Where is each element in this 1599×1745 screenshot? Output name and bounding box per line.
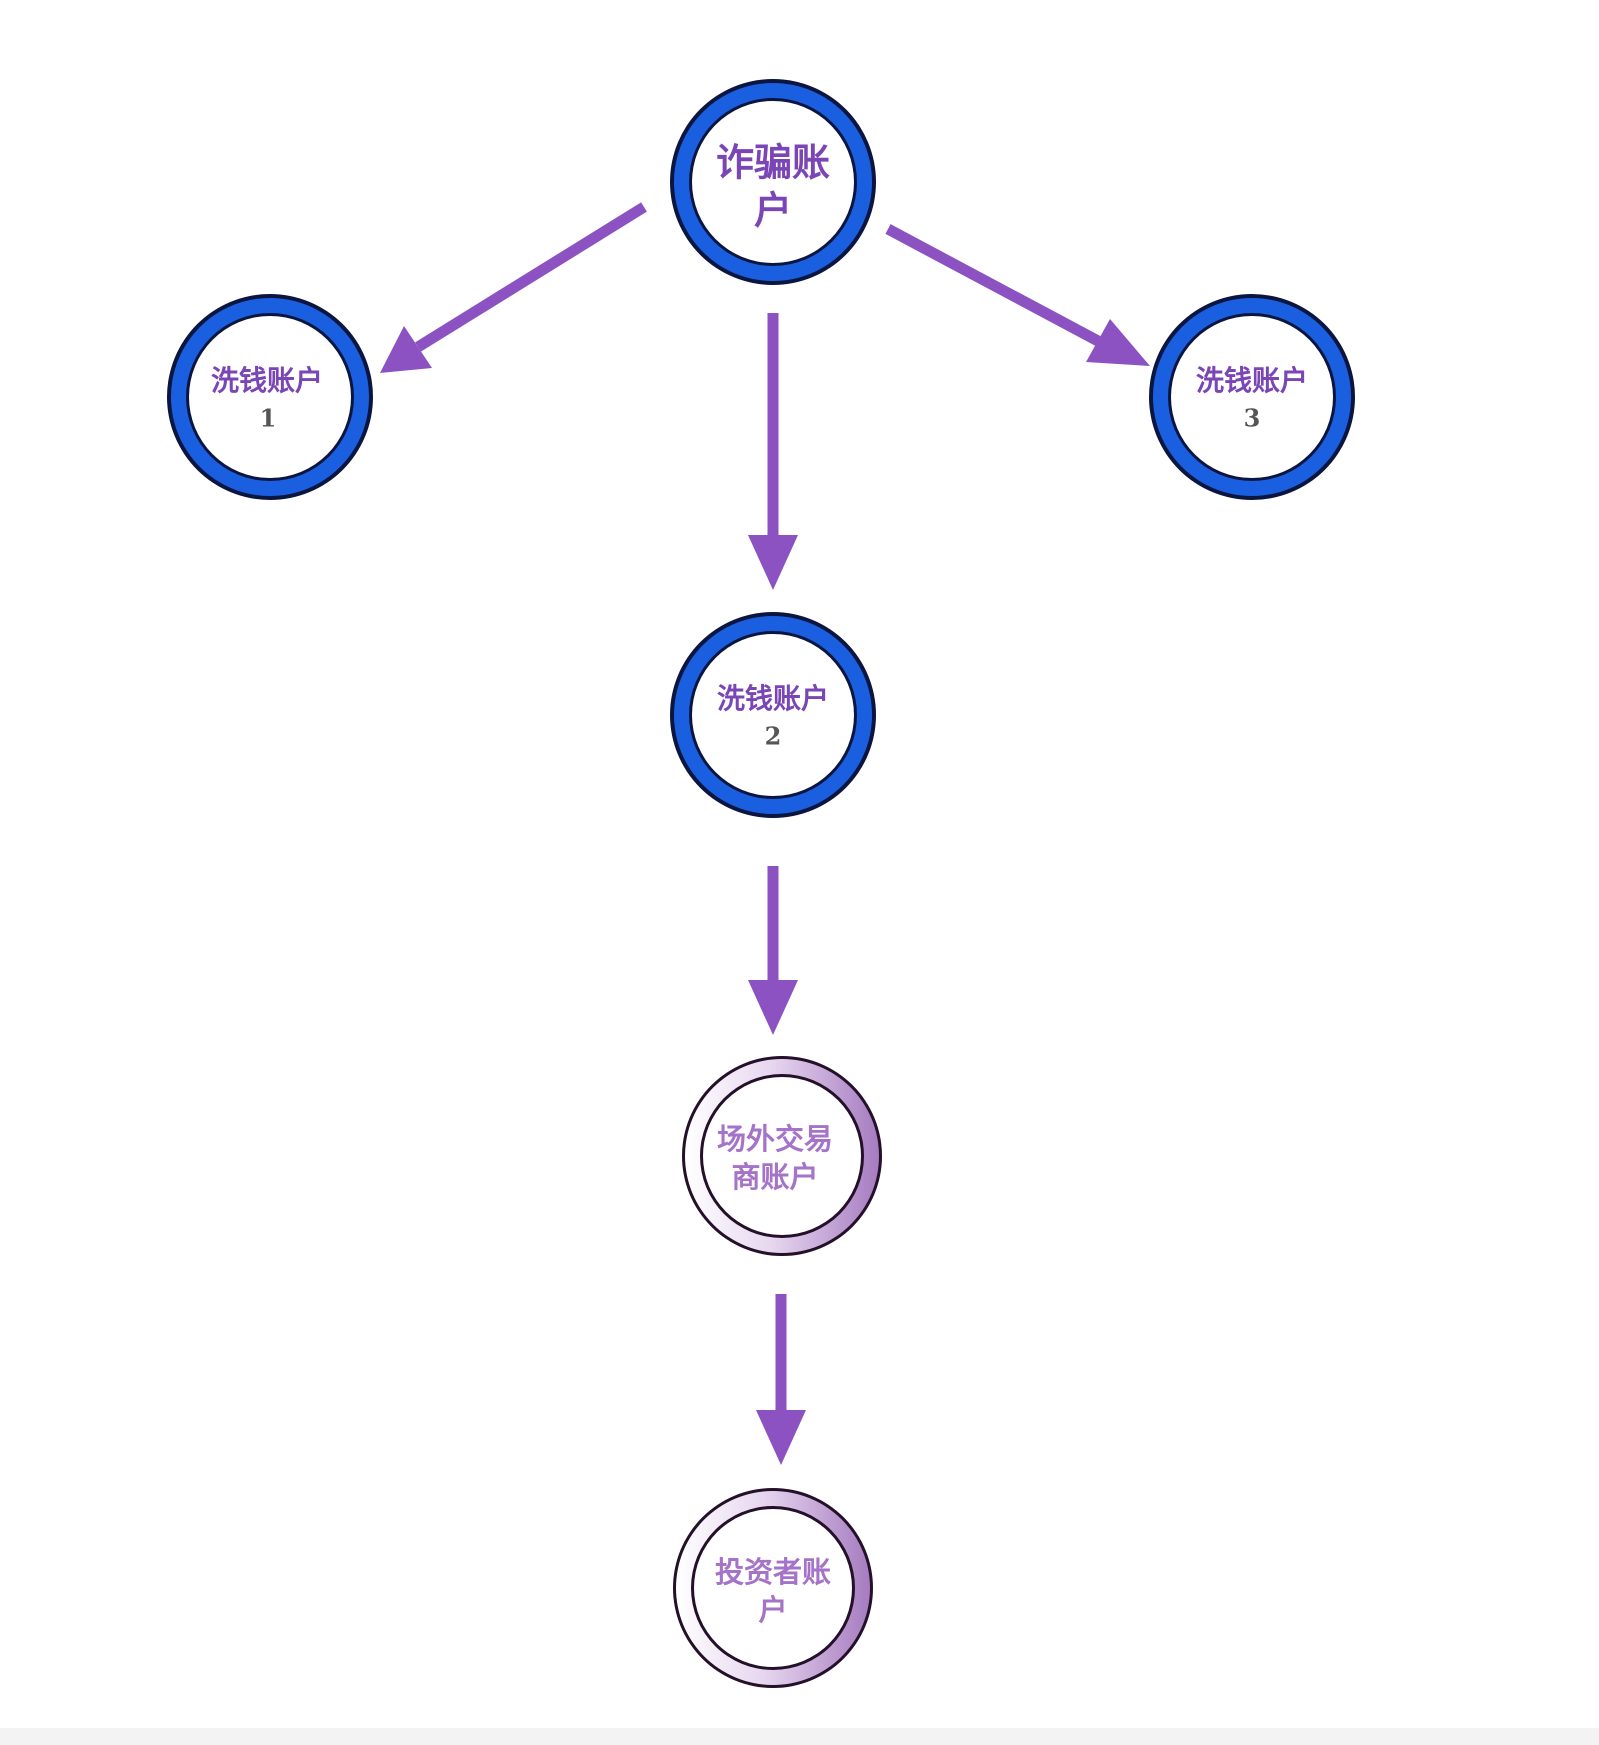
node-fraud-label-line2: 户 xyxy=(754,189,792,233)
node-fraud-account: 诈骗账 户 xyxy=(670,79,876,285)
node-launder2-label: 洗钱账户 xyxy=(717,682,829,715)
edge-otc-to-investor xyxy=(756,1294,806,1465)
bottom-edge-strip xyxy=(0,1728,1599,1745)
node-launder1-number: 1 xyxy=(260,404,277,433)
node-launder2-number: 2 xyxy=(765,722,782,751)
node-investor-label-line1: 投资者账 xyxy=(715,1555,831,1589)
node-investor-label-line2: 户 xyxy=(758,1593,787,1627)
node-otc-label-line1: 场外交易 xyxy=(717,1122,833,1156)
node-launder3-label: 洗钱账户 xyxy=(1196,364,1308,397)
node-launder3-number: 3 xyxy=(1244,404,1261,433)
node-launder1-label: 洗钱账户 xyxy=(211,364,323,397)
edge-fraud-to-launder3 xyxy=(885,224,1150,366)
node-otc-dealer-account: 场外交易 商账户 xyxy=(682,1056,882,1256)
node-investor-account: 投资者账 户 xyxy=(673,1488,873,1688)
node-launder-account-2: 洗钱账户 2 xyxy=(670,612,876,818)
node-otc-label-line2: 商账户 xyxy=(731,1160,818,1194)
node-launder-account-3: 洗钱账户 3 xyxy=(1149,294,1355,500)
node-launder-account-1: 洗钱账户 1 xyxy=(167,294,373,500)
edge-fraud-to-launder1 xyxy=(380,202,647,373)
edge-launder2-to-otc xyxy=(748,866,798,1035)
node-fraud-label-line1: 诈骗账 xyxy=(716,141,830,185)
edge-fraud-to-launder2 xyxy=(748,313,798,590)
